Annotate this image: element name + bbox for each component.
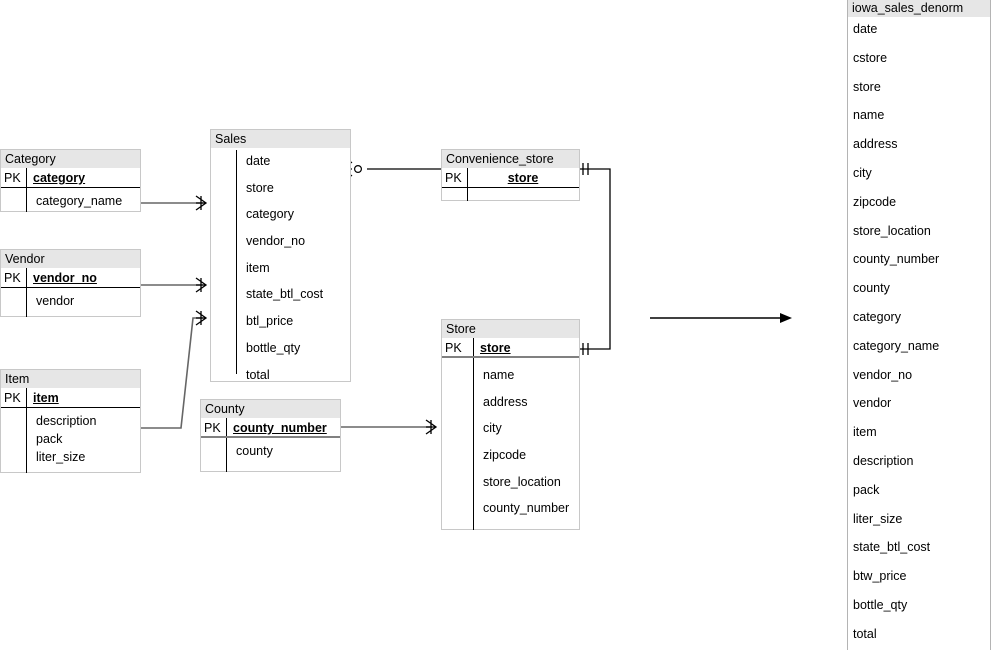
attribute-row: address xyxy=(483,394,528,409)
attribute-row: liter_size xyxy=(36,450,86,464)
entity-county-body: PK county_number county xyxy=(201,418,340,472)
attribute-row: description xyxy=(36,414,97,428)
column-divider xyxy=(226,418,227,472)
denormalized-column-item[interactable]: bottle_qty xyxy=(853,597,908,612)
denormalized-column-item[interactable]: vendor_no xyxy=(853,367,913,382)
column-divider xyxy=(26,388,27,473)
denormalized-column-item[interactable]: pack xyxy=(853,482,880,497)
entity-store-body: PK store name address city zipcode store… xyxy=(442,338,579,530)
pk-badge: PK xyxy=(445,341,462,355)
attribute-row: vendor xyxy=(36,294,75,308)
column-divider xyxy=(26,168,27,212)
entity-sales[interactable]: Sales date store category vendor_no item… xyxy=(210,129,351,382)
attribute-row: county xyxy=(236,444,273,458)
entity-category[interactable]: Category PK category category_name xyxy=(0,149,141,212)
attribute-row: date xyxy=(246,154,271,168)
denormalized-column-item[interactable]: store xyxy=(853,79,881,94)
column-divider xyxy=(467,168,468,201)
denormalized-column-item[interactable]: liter_size xyxy=(853,511,903,526)
entity-item-body: PK item description pack liter_size xyxy=(1,388,140,473)
denormalized-column-item[interactable]: total xyxy=(853,626,877,641)
edge-convenience-store xyxy=(580,168,611,350)
one-and-only-one-markers xyxy=(582,163,589,355)
column-divider xyxy=(236,150,237,374)
denormalized-column-item[interactable]: vendor xyxy=(853,396,892,411)
denormalized-column-item[interactable]: cstore xyxy=(853,50,888,65)
pk-badge: PK xyxy=(4,271,21,285)
entity-category-title: Category xyxy=(1,150,140,168)
transform-arrow xyxy=(650,313,792,323)
denormalized-column-item[interactable]: store_location xyxy=(853,223,931,238)
pk-badge: PK xyxy=(4,171,21,185)
column-divider xyxy=(26,268,27,317)
attribute-row: state_btl_cost xyxy=(246,287,324,302)
attribute-row: item xyxy=(246,260,270,275)
denormalized-column-item[interactable]: address xyxy=(853,137,898,152)
denormalized-column-item[interactable]: state_btl_cost xyxy=(853,540,931,555)
edge-item-sales xyxy=(141,317,203,429)
entity-item-pk-row: PK item xyxy=(1,388,140,408)
entity-sales-title: Sales xyxy=(211,130,350,148)
empty-attribute-row xyxy=(442,188,579,200)
pk-field-name: store xyxy=(480,341,511,355)
entity-county[interactable]: County PK county_number county xyxy=(200,399,341,472)
denormalized-column-item[interactable]: county xyxy=(853,281,890,296)
entity-vendor[interactable]: Vendor PK vendor_no vendor xyxy=(0,249,141,317)
entity-convenience-store-body: PK store xyxy=(442,168,579,201)
entity-vendor-title: Vendor xyxy=(1,250,140,268)
entity-store-title: Store xyxy=(442,320,579,338)
attribute-row: bottle_qty xyxy=(246,340,301,355)
entity-category-body: PK category category_name xyxy=(1,168,140,212)
pk-field-name: item xyxy=(33,391,59,405)
pk-field-name: county_number xyxy=(233,421,327,435)
attribute-row: category_name xyxy=(36,194,123,208)
entity-county-title: County xyxy=(201,400,340,418)
entity-store-pk-row: PK store xyxy=(442,338,579,358)
attribute-row: pack xyxy=(36,432,63,446)
pk-badge: PK xyxy=(445,171,462,185)
denormalized-table-title: iowa_sales_denorm xyxy=(848,0,990,17)
pk-field-name: category xyxy=(33,171,86,185)
attribute-row: county_number xyxy=(483,501,570,516)
attribute-row: city xyxy=(483,421,502,436)
pk-field-name: vendor_no xyxy=(33,271,97,285)
entity-item-title: Item xyxy=(1,370,140,388)
denormalized-column-item[interactable]: category_name xyxy=(853,338,940,353)
pk-badge: PK xyxy=(4,391,21,405)
denormalized-column-item[interactable]: item xyxy=(853,425,877,440)
entity-category-pk-row: PK category xyxy=(1,168,140,188)
column-divider xyxy=(473,338,474,530)
denormalized-column-item[interactable]: name xyxy=(853,108,885,123)
denormalized-column-list: date cstore store name address city zipcode sto… xyxy=(848,17,990,650)
attribute-row: store_location xyxy=(483,474,561,489)
attribute-row: name xyxy=(483,368,515,382)
denormalized-column-item[interactable]: category xyxy=(853,309,901,324)
denormalized-table-panel[interactable]: iowa_sales_denorm date cstore store name add… xyxy=(847,0,991,650)
entity-vendor-pk-row: PK vendor_no xyxy=(1,268,140,288)
attribute-row: vendor_no xyxy=(246,234,306,249)
relationship-edges xyxy=(141,161,792,435)
denormalized-column-item[interactable]: description xyxy=(853,453,914,468)
attribute-row: total xyxy=(246,367,270,382)
er-diagram-canvas: Category PK category category_name Vendo… xyxy=(0,129,792,530)
attribute-row: btl_price xyxy=(246,314,294,329)
entity-store[interactable]: Store PK store name address city zipcode… xyxy=(441,319,580,530)
attribute-row: store xyxy=(246,180,274,195)
entity-county-pk-row: PK county_number xyxy=(201,418,340,438)
denormalized-column-item[interactable]: zipcode xyxy=(853,194,897,209)
pk-field-name: store xyxy=(507,171,539,185)
entity-sales-body: date store category vendor_no item state… xyxy=(211,148,350,382)
attribute-row: category xyxy=(246,207,294,222)
entity-convenience-store-title: Convenience_store xyxy=(442,150,579,168)
denormalized-column-item[interactable]: btw_price xyxy=(853,569,907,584)
pk-badge: PK xyxy=(204,421,221,435)
entity-convenience-store[interactable]: Convenience_store PK store xyxy=(441,149,580,201)
entity-vendor-body: PK vendor_no vendor xyxy=(1,268,140,317)
denormalized-column-item[interactable]: city xyxy=(853,165,872,180)
denormalized-column-item[interactable]: date xyxy=(853,22,878,36)
entity-convenience-store-pk-row: PK store xyxy=(442,168,579,188)
entity-item[interactable]: Item PK item description pack liter_size xyxy=(0,369,141,473)
attribute-row: zipcode xyxy=(483,448,527,463)
denormalized-column-item[interactable]: county_number xyxy=(853,252,940,267)
